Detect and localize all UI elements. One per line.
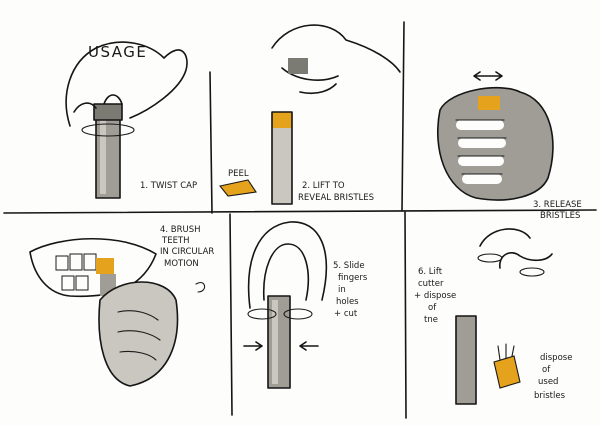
dispose-note-line2: of xyxy=(542,365,551,375)
step-4-label-line2: TEETH xyxy=(161,236,190,246)
panel-2-lift-reveal: PEEL 2. LIFT TO REVEAL BRISTLES xyxy=(219,24,401,205)
step-5-label-line1: 5. Slide xyxy=(333,261,365,271)
divider-2-3 xyxy=(401,21,405,212)
hand-lifting xyxy=(271,24,401,95)
step-3-label-line2: BRISTLES xyxy=(540,211,580,221)
twist-motion-loop xyxy=(81,123,135,137)
peel-strip xyxy=(220,180,256,196)
panel-5-slide-cut: 5. Slide fingers in holes + cut xyxy=(243,221,368,389)
step-5-label-line5: + cut xyxy=(334,309,358,319)
horizontal-divider xyxy=(3,209,597,214)
panel-1-twist-cap: 1. TWIST CAP xyxy=(65,41,197,199)
step-1-label: 1. TWIST CAP xyxy=(140,181,197,191)
dispose-note-line1: dispose xyxy=(540,353,572,363)
circular-motion-icon xyxy=(195,282,206,293)
panel-dividers xyxy=(3,21,597,419)
step-2-label-line2: REVEAL BRISTLES xyxy=(298,193,374,203)
step-6-label-line4: of xyxy=(428,303,437,313)
panel-3-release: 3. RELEASE BRISTLES xyxy=(436,71,582,221)
step-4-label-line1: 4. BRUSH xyxy=(160,225,201,235)
step-6-label-line3: + dispose xyxy=(414,291,456,301)
step-6-label-line5: tne xyxy=(424,315,438,325)
divider-1-2 xyxy=(209,71,213,214)
dispose-note-line3: used xyxy=(538,377,558,387)
revealed-bristles xyxy=(272,112,292,128)
tube-body xyxy=(96,116,120,198)
step-5-label-line2: fingers xyxy=(338,273,368,283)
tube-body xyxy=(272,128,292,204)
bristles xyxy=(96,258,114,274)
divider-4-5 xyxy=(229,213,233,416)
step-2-label-line1: 2. LIFT TO xyxy=(302,181,345,191)
bristles xyxy=(478,96,500,110)
dispose-note-line4: bristles xyxy=(534,391,566,401)
tube-cap xyxy=(94,104,122,120)
step-4-label-line3: IN CIRCULAR xyxy=(160,247,214,257)
step-3-label-line1: 3. RELEASE xyxy=(533,200,582,210)
finger-loop-left xyxy=(247,221,328,309)
step-5-label-line3: in xyxy=(338,285,346,295)
page-title: USAGE xyxy=(88,43,147,61)
hand-brushing xyxy=(99,282,178,386)
step-6-label-line2: cutter xyxy=(418,279,444,289)
arrow-left-icon xyxy=(299,341,319,351)
panel-4-brush-teeth: 4. BRUSH TEETH IN CIRCULAR MOTION xyxy=(29,225,214,387)
step-4-label-line4: MOTION xyxy=(164,259,199,269)
hand-twisting-cap xyxy=(65,41,188,127)
tube-body xyxy=(456,316,476,404)
peel-label: PEEL xyxy=(228,169,249,179)
teeth-row xyxy=(55,253,97,291)
finger-hole-right xyxy=(283,308,313,320)
step-6-label-line1: 6. Lift xyxy=(418,267,443,277)
finger-hole-left xyxy=(247,308,277,320)
used-bristles xyxy=(494,356,520,388)
side-to-side-arrow xyxy=(473,71,503,81)
step-5-label-line4: holes xyxy=(336,297,359,307)
divider-5-6 xyxy=(404,211,407,419)
panel-6-dispose: 6. Lift cutter + dispose of tne dispose … xyxy=(414,228,572,405)
arrow-right-icon xyxy=(243,341,263,351)
